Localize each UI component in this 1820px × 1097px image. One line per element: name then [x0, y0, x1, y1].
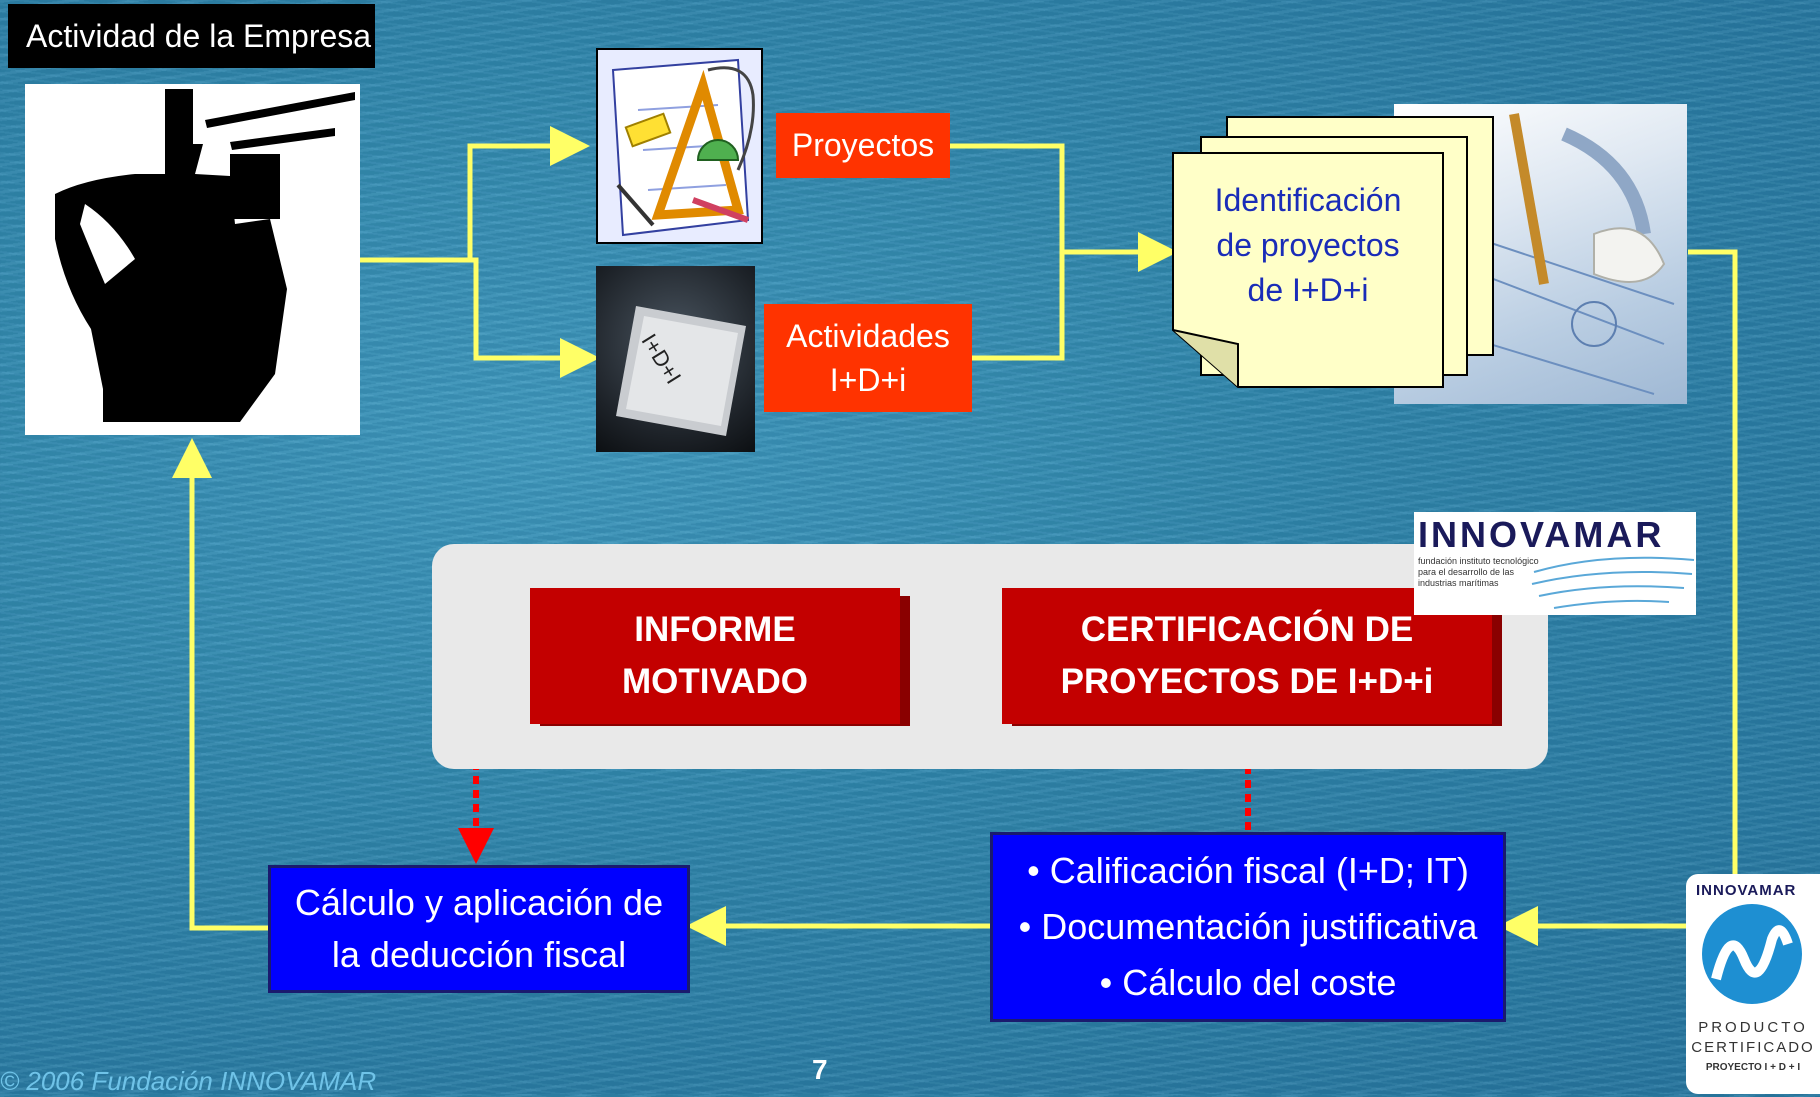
wave-icon — [1531, 556, 1695, 609]
badge-logo-name: INNOVAMAR — [1696, 882, 1797, 899]
innovamar-tagline-line1: fundación instituto tecnológico — [1418, 556, 1539, 566]
identificacion-line2: de proyectos — [1216, 227, 1400, 263]
company-ship-image — [25, 84, 360, 435]
arrow-actividades-to-identificacion — [972, 252, 1065, 361]
badge-text: PRODUCTO CERTIFICADO PROYECTO I + D + I — [1686, 1018, 1820, 1078]
certified-wave-icon — [1702, 904, 1802, 1004]
informe-line1: INFORME — [634, 610, 796, 649]
certificacion-line1: CERTIFICACIÓN DE — [1080, 610, 1414, 649]
tasks-box: • Calificación fiscal (I+D; IT) • Docume… — [990, 832, 1506, 1022]
arrow-calculo-to-company — [172, 438, 268, 931]
calculo-line2: la deducción fiscal — [331, 934, 627, 975]
actividades-box: Actividades I+D+i — [764, 304, 972, 412]
informe-motivado-box: INFORME MOTIVADO — [530, 588, 900, 724]
identificacion-line1: Identificación — [1214, 182, 1402, 218]
certificacion-box: CERTIFICACIÓN DE PROYECTOS DE I+D+i — [1002, 588, 1492, 724]
badge-line1: PRODUCTO — [1698, 1019, 1808, 1036]
certified-product-badge: INNOVAMAR PRODUCTO CERTIFICADO PROYECTO … — [1686, 874, 1820, 1094]
arrow-company-to-actividades — [470, 257, 600, 378]
drafting-tools-image — [596, 48, 763, 244]
actividades-line1: Actividades — [786, 318, 950, 354]
innovamar-tagline-line3: industrias marítimas — [1418, 578, 1499, 588]
badge-line3: PROYECTO I + D + I — [1705, 1062, 1801, 1073]
calculo-box: Cálculo y aplicación de la deducción fis… — [268, 865, 690, 993]
identificacion-line3: de I+D+i — [1247, 272, 1369, 308]
actividades-line2: I+D+i — [829, 362, 907, 398]
page-fold-icon — [1172, 152, 1444, 388]
ship-icon — [55, 89, 355, 422]
certificacion-line2: PROYECTOS DE I+D+i — [1060, 662, 1434, 701]
informe-line2: MOTIVADO — [621, 662, 808, 701]
innovamar-logo: INNOVAMAR fundación instituto tecnológic… — [1414, 512, 1696, 615]
innovamar-tagline-line2: para el desarrollo de las — [1418, 567, 1515, 577]
innovamar-logo-name: INNOVAMAR — [1418, 514, 1665, 555]
innovamar-tagline: fundación instituto tecnológico para el … — [1418, 556, 1539, 589]
copyright-footer: © 2006 Fundación INNOVAMAR — [0, 1066, 377, 1096]
task-documentacion: • Documentación justificativa — [1018, 906, 1478, 947]
proyectos-label: Proyectos — [791, 127, 935, 163]
identificacion-text: Identificación de proyectos de I+D+i — [1172, 178, 1444, 313]
arrow-blueprint-to-tasks — [1498, 249, 1738, 946]
drafting-icon — [598, 50, 761, 242]
proyectos-box: Proyectos — [776, 113, 950, 178]
arrow-proyectos-to-identificacion — [950, 143, 1178, 272]
key-icon — [616, 306, 746, 436]
badge-line2: CERTIFICADO — [1691, 1039, 1815, 1056]
page-title: Actividad de la Empresa — [8, 4, 375, 68]
calculo-line1: Cálculo y aplicación de — [294, 882, 664, 923]
arrow-company-to-proyectos — [360, 126, 590, 263]
identificacion-page-front: Identificación de proyectos de I+D+i — [1172, 152, 1444, 388]
task-calificacion: • Calificación fiscal (I+D; IT) — [1027, 850, 1469, 891]
rdi-key-image: I+D+I — [596, 266, 755, 452]
task-calculo-coste: • Cálculo del coste — [1099, 962, 1397, 1003]
page-number: 7 — [812, 1054, 828, 1085]
